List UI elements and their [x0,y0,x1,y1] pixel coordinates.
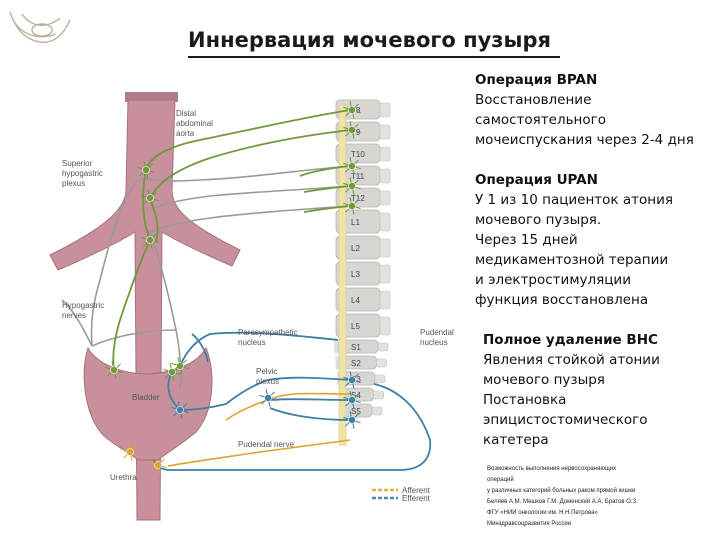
block-upan: Операция UPAN У 1 из 10 пациенток атония… [475,170,673,310]
vertebra: L2 [335,235,391,260]
legend-efferent: Efferent [402,494,431,503]
vertebra-label: T12 [351,194,365,203]
nerve-legend: Afferent Efferent [372,486,431,503]
page-title: Иннервация мочевого пузыря [188,28,551,52]
neurons [105,101,361,474]
source-credits: Возможность выполнения нервосохраняющих … [487,464,638,530]
neuron-cell [121,443,139,461]
neuron-cell [343,121,361,139]
block-upan-line: мочевого пузыря. [475,212,602,228]
vertebra: T10 [335,143,391,164]
neuron-cell [137,161,155,179]
block-upan-line: медикаментозной терапии [475,252,669,268]
title-underline [188,56,560,58]
block-upan-head: Операция UPAN [475,172,598,188]
credit-line: у различных категорий больных раком прям… [487,488,636,494]
spinal-cord [338,104,347,446]
block-total-removal-line: Явления стойкой атонии [483,352,660,368]
credit-line: Минздравсоцразвития России [487,521,572,527]
vertebra-label: L4 [351,296,360,305]
vertebra-label: T9 [351,128,361,137]
neuron-cell [343,101,361,119]
vertebra-label: T10 [351,150,365,159]
neuron-cell [171,401,189,419]
neuron-cell [149,456,167,474]
aorta-vessel [49,92,241,521]
vertebra-label: L2 [351,244,360,253]
vertebra: L5 [335,313,391,338]
credit-line: Беляев А.М. Мешков Г.М. Доменский А.А. Б… [487,499,638,505]
vertebra: L4 [335,287,391,312]
block-bpan-line: мочеиспускания через 2-4 дня [475,132,694,148]
vertebra-label: S2 [351,359,361,368]
vertebra-label: S1 [351,343,361,352]
vertebra-label: L3 [351,270,360,279]
block-upan-line: функция восстановлена [475,292,649,308]
block-bpan-head: Операция BPAN [475,72,598,88]
neuron-cell [343,411,361,429]
block-bpan-line: самостоятельного [475,112,606,128]
vertebra: S1 [334,339,389,354]
credit-line: Возможность выполнения нервосохраняющих [487,466,617,472]
block-total-removal: Полное удаление ВНС Явления стойкой атон… [483,330,660,450]
neuron-cell [259,389,277,407]
block-total-removal-line: мочевого пузыря [483,372,605,388]
credit-line: операций [487,477,514,483]
neuron-cell [343,197,361,215]
neuron-cell [343,157,361,175]
vertebra-label: L5 [351,322,360,331]
block-total-removal-line: Постановка [483,392,567,408]
vertebra-label: L1 [351,218,360,227]
block-total-removal-line: катетера [483,432,549,448]
vertebra-label: T8 [351,106,361,115]
vertebra-label: S3 [351,375,361,384]
legend-afferent: Afferent [402,486,431,495]
vertebra-label: S5 [351,407,361,416]
neuron-cell [343,371,361,389]
block-upan-line: Через 15 дней [475,232,578,248]
block-total-removal-head: Полное удаление ВНС [483,332,658,348]
neuron-cell [141,231,159,249]
parasympathetic-nerves [153,331,432,471]
vertebra: L3 [335,261,391,286]
green-nerves [112,109,351,371]
block-total-removal-line: эпицистостомического [483,412,648,428]
afferent-nerves [167,392,351,467]
neuron-cell [171,357,189,375]
bladder-innervation-diagram: T8T9T10T11T12L1L2L3L4L5S1S2S3S4S5 [9,11,454,521]
block-upan-line: У 1 из 10 пациенток атония [475,192,673,208]
label-urethra: Urethra [110,473,137,482]
neuron-cell [163,363,181,381]
neuron-cell [141,189,159,207]
pelvis-sketch [9,11,71,43]
credit-line: ФГУ «НИИ онкологии им. Н.Н.Петрова» [487,510,598,516]
label-pudendal-nerve: Pudendal nerve [238,440,295,449]
label-bladder: Bladder [132,393,160,402]
neuron-cell [343,177,361,195]
block-bpan: Операция BPAN Восстановление самостоятел… [475,70,694,150]
vertebra-label: T11 [351,172,365,181]
neuron-cell [343,391,361,409]
block-bpan-line: Восстановление [475,92,592,108]
vertebra: L1 [335,209,391,234]
vertebra: T12 [335,187,391,208]
neuron-cell [105,361,123,379]
block-upan-line: и электростимуляции [475,272,631,288]
